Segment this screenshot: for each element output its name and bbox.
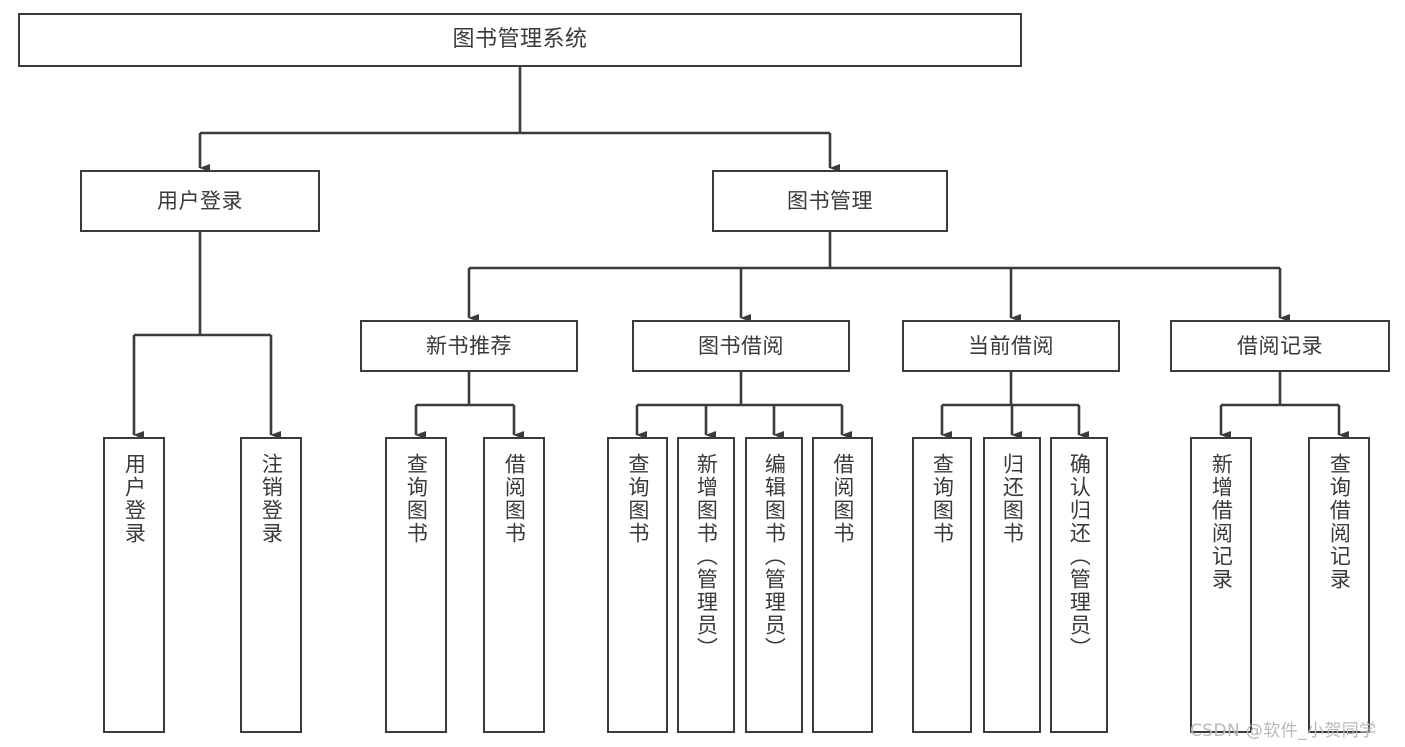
node-root[interactable]: 图书管理系统: [18, 13, 1022, 67]
node-leaf-add-book-admin[interactable]: 新增图书（管理员）: [677, 437, 735, 733]
node-leaf-add-borrow-record[interactable]: 新增借阅记录: [1190, 437, 1252, 733]
node-current-borrow[interactable]: 当前借阅: [902, 320, 1120, 372]
node-leaf-borrow-book-new[interactable]: 借阅图书: [483, 437, 545, 733]
node-user-login[interactable]: 用户登录: [80, 170, 320, 232]
node-book-borrow-label: 图书借阅: [698, 333, 784, 358]
node-leaf-query-book-borrow[interactable]: 查询图书: [607, 437, 668, 733]
node-book-management[interactable]: 图书管理: [712, 170, 948, 232]
node-leaf-query-book-borrow-label: 查询图书: [625, 453, 650, 545]
node-leaf-add-book-admin-label: 新增图书（管理员）: [694, 453, 719, 660]
node-leaf-logout-label: 注销登录: [259, 453, 284, 545]
node-leaf-return-book-label: 归还图书: [1000, 453, 1025, 545]
node-user-login-label: 用户登录: [157, 188, 243, 213]
node-leaf-confirm-return-admin[interactable]: 确认归还（管理员）: [1050, 437, 1108, 733]
node-borrow-record[interactable]: 借阅记录: [1170, 320, 1390, 372]
node-leaf-query-borrow-record[interactable]: 查询借阅记录: [1308, 437, 1370, 733]
node-leaf-edit-book-admin-label: 编辑图书（管理员）: [762, 453, 787, 660]
node-new-book-recommend[interactable]: 新书推荐: [360, 320, 578, 372]
node-leaf-query-borrow-record-label: 查询借阅记录: [1327, 453, 1352, 591]
node-leaf-borrow-book-new-label: 借阅图书: [502, 453, 527, 545]
csdn-watermark: CSDN @软件_小贺同学: [1190, 721, 1377, 741]
node-book-borrow[interactable]: 图书借阅: [632, 320, 850, 372]
node-leaf-user-login-label: 用户登录: [122, 453, 147, 545]
node-root-label: 图书管理系统: [452, 27, 588, 53]
node-leaf-query-book-current[interactable]: 查询图书: [912, 437, 972, 733]
node-leaf-query-book-new-label: 查询图书: [404, 453, 429, 545]
node-leaf-return-book[interactable]: 归还图书: [983, 437, 1041, 733]
node-current-borrow-label: 当前借阅: [968, 333, 1054, 358]
node-leaf-query-book-current-label: 查询图书: [930, 453, 955, 545]
node-leaf-add-borrow-record-label: 新增借阅记录: [1209, 453, 1234, 591]
node-leaf-user-login[interactable]: 用户登录: [103, 437, 165, 733]
node-leaf-edit-book-admin[interactable]: 编辑图书（管理员）: [745, 437, 803, 733]
node-book-management-label: 图书管理: [787, 188, 873, 213]
node-leaf-query-book-new[interactable]: 查询图书: [385, 437, 447, 733]
node-new-book-recommend-label: 新书推荐: [426, 333, 512, 358]
node-leaf-borrow-book[interactable]: 借阅图书: [812, 437, 873, 733]
node-leaf-logout[interactable]: 注销登录: [240, 437, 302, 733]
node-borrow-record-label: 借阅记录: [1237, 333, 1323, 358]
node-leaf-confirm-return-admin-label: 确认归还（管理员）: [1067, 453, 1092, 660]
node-leaf-borrow-book-label: 借阅图书: [830, 453, 855, 545]
